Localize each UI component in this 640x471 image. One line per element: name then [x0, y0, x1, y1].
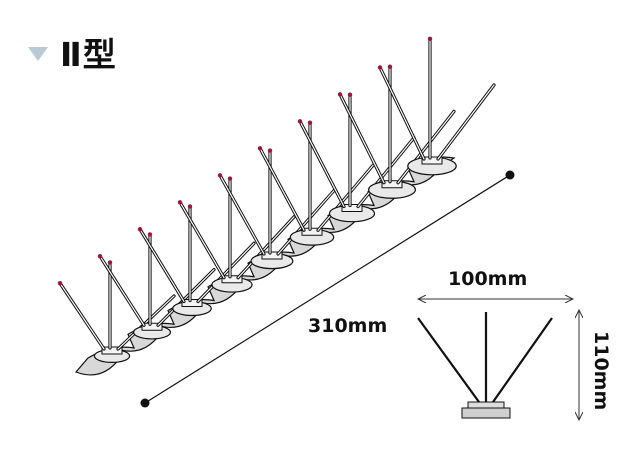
spike-tip	[107, 260, 113, 265]
spike-hub	[141, 322, 163, 331]
title-text: Ⅱ型	[60, 35, 117, 74]
spike-hub	[101, 346, 123, 355]
spike-tip	[267, 148, 273, 153]
spike-hub	[421, 156, 443, 165]
spike-tip	[177, 200, 183, 205]
spike-tip	[307, 120, 313, 125]
spike-tip	[337, 92, 343, 97]
spike-tip	[57, 281, 63, 286]
length-end-dot	[140, 398, 150, 408]
length-dimension: 310mm	[140, 170, 515, 408]
height-label: 110mm	[590, 331, 612, 410]
spike-tip	[187, 204, 193, 209]
spike-tip	[347, 92, 353, 97]
width-label: 100mm	[448, 268, 527, 290]
spike-hub	[381, 180, 403, 189]
length-end-dot	[505, 170, 515, 180]
spike-tip	[147, 232, 153, 237]
spike-tip	[387, 64, 393, 69]
spike-tip	[227, 176, 233, 181]
diagram-title: Ⅱ型	[28, 28, 117, 76]
front-view: 100mm 110mm	[418, 268, 612, 420]
spike-hub	[261, 251, 283, 260]
spike-hub	[181, 299, 203, 307]
spike-tip	[257, 146, 263, 151]
triangle-marker-icon	[28, 47, 48, 61]
length-label: 310mm	[308, 315, 387, 337]
spike-hub	[341, 204, 363, 212]
spike-hub	[221, 275, 243, 284]
spike-tip	[427, 36, 433, 41]
spike-tip	[217, 173, 223, 178]
spike-tip	[137, 227, 143, 232]
front-spikes	[417, 312, 553, 405]
spike-tip	[297, 119, 303, 124]
spike-hub	[301, 227, 323, 236]
spike-tip	[377, 65, 383, 70]
spike-tip	[97, 254, 103, 259]
spike-strip	[57, 36, 496, 376]
front-base	[461, 407, 511, 419]
